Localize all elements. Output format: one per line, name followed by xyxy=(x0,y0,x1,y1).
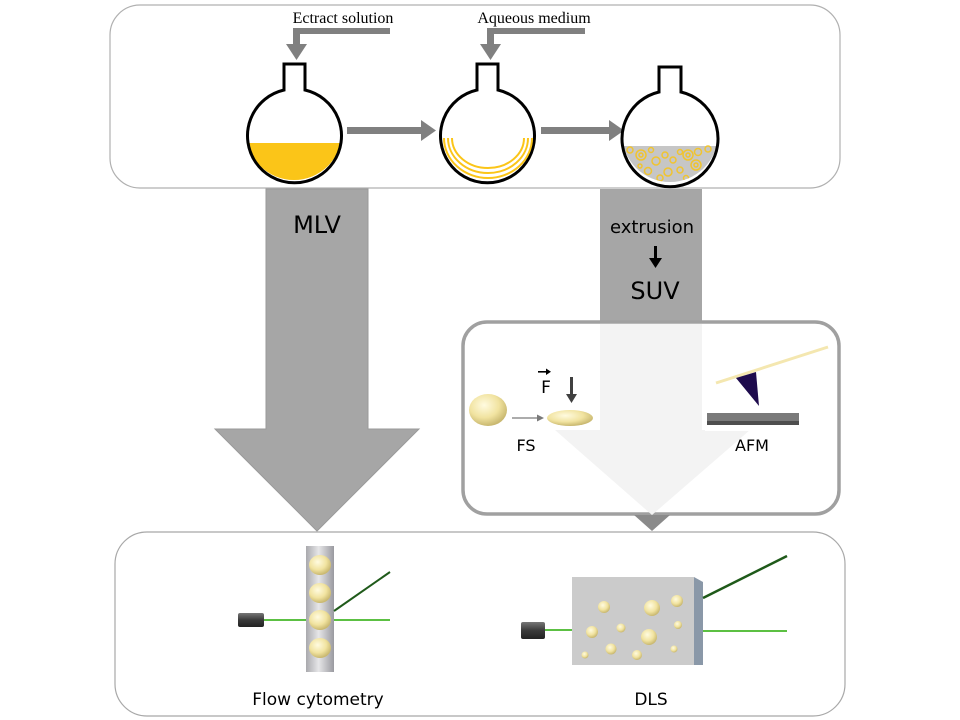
dls-label: DLS xyxy=(634,690,667,710)
force-arrow-icon xyxy=(566,377,577,403)
cell xyxy=(309,638,331,658)
input-arrow-aqueous xyxy=(480,28,585,60)
cuvette-side xyxy=(694,577,703,665)
suv-arrow-tip xyxy=(634,515,670,531)
extrusion-down-arrow xyxy=(649,246,662,268)
force-vector-arrow-icon xyxy=(538,368,551,375)
bottom-panel xyxy=(114,531,846,717)
spherical-vesicle xyxy=(469,394,507,426)
flask-lipid-film xyxy=(439,62,536,185)
fs-label: FS xyxy=(516,436,535,455)
fs-process-arrow xyxy=(512,414,544,422)
flask-vesicle-suspension xyxy=(620,65,720,189)
input-label-aqueous-medium: Aqueous medium xyxy=(477,10,591,27)
process-arrow-1 xyxy=(347,120,436,141)
cell xyxy=(309,610,331,630)
mlv-label: MLV xyxy=(293,211,341,239)
cell xyxy=(309,555,331,575)
laser-source xyxy=(521,622,545,639)
fs-illustration: F FS xyxy=(469,368,593,455)
flow-cytometry-illustration: Flow cytometry xyxy=(238,546,391,710)
flow-cytometry-label: Flow cytometry xyxy=(252,690,383,710)
particles xyxy=(581,595,683,660)
scattered-beam xyxy=(702,554,788,600)
scattered-beam xyxy=(333,571,391,612)
afm-tip xyxy=(736,372,759,406)
extrusion-label: extrusion xyxy=(610,217,694,238)
input-arrow-extract xyxy=(286,28,390,60)
afm-cantilever xyxy=(715,345,829,385)
process-arrow-2 xyxy=(541,120,624,141)
laser-source xyxy=(238,613,264,627)
compressed-vesicle xyxy=(547,410,593,426)
afm-label: AFM xyxy=(735,436,769,455)
afm-illustration: AFM xyxy=(707,345,829,455)
afm-sample-stage xyxy=(707,413,799,425)
input-label-extract-solution: Ectract solution xyxy=(293,10,394,27)
suv-arrow-faded xyxy=(555,324,750,515)
suv-label: SUV xyxy=(630,277,680,305)
mlv-arrow xyxy=(213,188,421,532)
cell xyxy=(309,583,331,603)
dls-illustration: DLS xyxy=(521,554,788,710)
lipid-film-layers xyxy=(443,137,533,179)
suv-arrow xyxy=(600,189,702,324)
force-label: F xyxy=(541,378,551,398)
